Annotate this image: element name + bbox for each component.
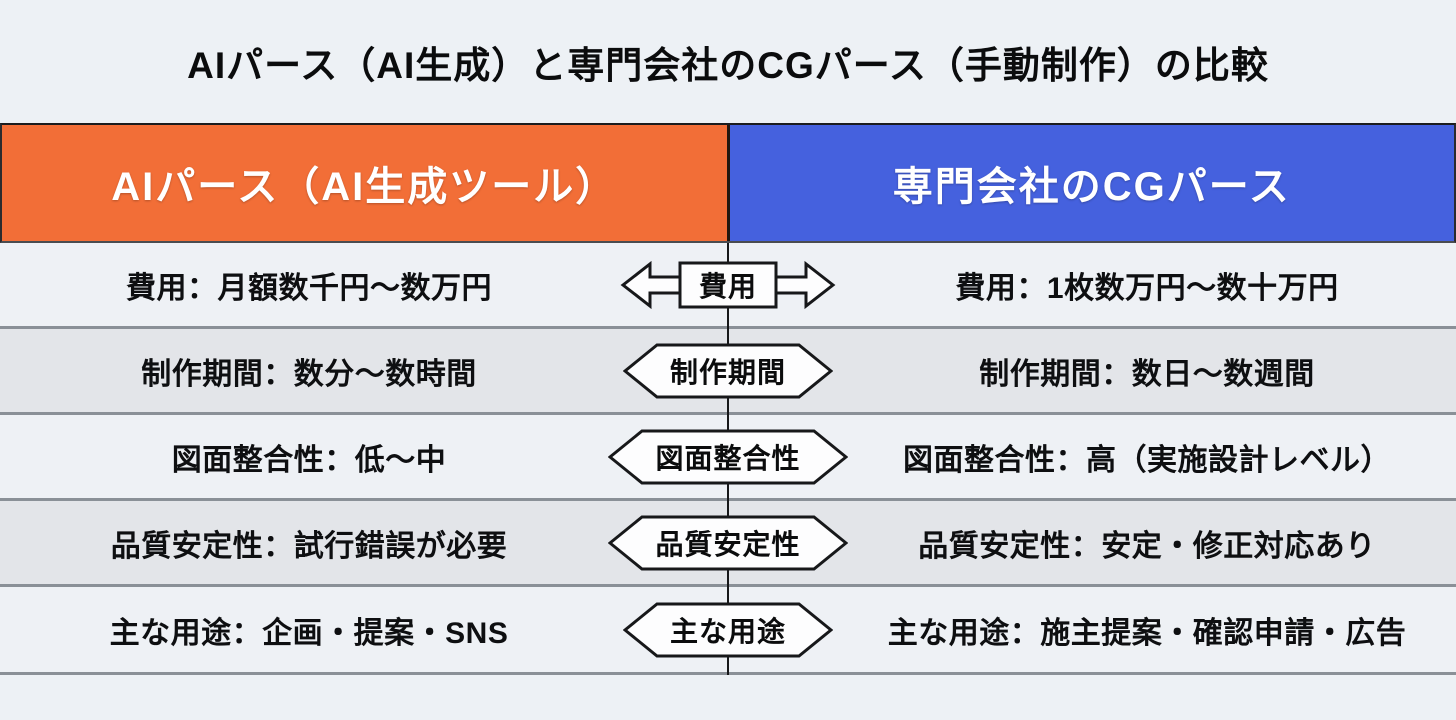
- quality-stability-left-cell: 品質安定性：試行錯誤が必要: [0, 521, 618, 565]
- main-use-left-value: 主な用途：企画・提案・SNS: [109, 616, 509, 650]
- cost-right-value: 費用：1枚数万円〜数十万円: [955, 271, 1339, 305]
- row-badge-cost: 費用: [620, 255, 836, 315]
- main-use-left-cell: 主な用途：企画・提案・SNS: [0, 608, 618, 652]
- cost-left-cell: 費用：月額数千円〜数万円: [0, 263, 618, 307]
- double-arrow-icon: [620, 260, 836, 309]
- production-period-right-cell: 制作期間：数日〜数週間: [838, 349, 1456, 393]
- quality-stability-right-value: 品質安定性：安定・修正対応あり: [918, 529, 1376, 563]
- production-period-left-value: 制作期間：数分〜数時間: [141, 357, 477, 391]
- table-row-drawing-consistency: 図面整合性：低〜中 図面整合性：高（実施設計レベル） 図面整合性: [0, 415, 1456, 501]
- production-period-right-value: 制作期間：数日〜数週間: [979, 357, 1315, 391]
- row-badge-quality-stability: 品質安定性: [608, 514, 848, 572]
- main-use-right-value: 主な用途：施主提案・確認申請・広告: [887, 616, 1407, 650]
- hexagon-badge-icon: [623, 343, 833, 398]
- column-header-cg-label: 専門会社のCGパース: [892, 165, 1291, 209]
- column-headers: AIパース（AI生成ツール） 専門会社のCGパース: [0, 123, 1456, 243]
- hexagon-badge-icon: [608, 429, 848, 484]
- drawing-consistency-left-value: 図面整合性：低〜中: [171, 443, 447, 477]
- title-bar: AIパース（AI生成）と専門会社のCGパース（手動制作）の比較: [0, 0, 1456, 123]
- drawing-consistency-right-cell: 図面整合性：高（実施設計レベル）: [838, 435, 1456, 479]
- quality-stability-left-value: 品質安定性：試行錯誤が必要: [110, 529, 508, 563]
- production-period-left-cell: 制作期間：数分〜数時間: [0, 349, 618, 393]
- column-header-cg-perspective: 専門会社のCGパース: [729, 125, 1454, 241]
- row-badge-drawing-consistency-label: 図面整合性: [655, 442, 801, 474]
- quality-stability-right-cell: 品質安定性：安定・修正対応あり: [838, 521, 1456, 565]
- column-header-ai-perspective: AIパース（AI生成ツール）: [2, 125, 727, 241]
- drawing-consistency-right-value: 図面整合性：高（実施設計レベル）: [903, 443, 1391, 477]
- row-badge-drawing-consistency: 図面整合性: [608, 428, 848, 486]
- hexagon-badge-icon: [623, 602, 833, 657]
- cost-left-value: 費用：月額数千円〜数万円: [126, 271, 492, 305]
- row-badge-main-use-label: 主な用途: [669, 615, 786, 647]
- hexagon-badge-icon: [608, 515, 848, 570]
- page-title: AIパース（AI生成）と専門会社のCGパース（手動制作）の比較: [187, 44, 1269, 86]
- table-row-quality-stability: 品質安定性：試行錯誤が必要 品質安定性：安定・修正対応あり 品質安定性: [0, 501, 1456, 587]
- row-badge-main-use: 主な用途: [623, 601, 833, 659]
- main-use-right-cell: 主な用途：施主提案・確認申請・広告: [838, 608, 1456, 652]
- footer-space: [0, 675, 1456, 720]
- cost-right-cell: 費用：1枚数万円〜数十万円: [838, 263, 1456, 307]
- row-badge-production-period: 制作期間: [623, 342, 833, 400]
- column-header-ai-label: AIパース（AI生成ツール）: [111, 165, 618, 209]
- comparison-rows: 費用：月額数千円〜数万円 費用：1枚数万円〜数十万円 費用 制作期間：数分〜数時…: [0, 243, 1456, 675]
- row-badge-production-period-label: 制作期間: [669, 356, 786, 388]
- row-badge-cost-label: 費用: [698, 270, 757, 302]
- column-divider: [726, 125, 730, 241]
- row-badge-quality-stability-label: 品質安定性: [655, 528, 801, 560]
- drawing-consistency-left-cell: 図面整合性：低〜中: [0, 435, 618, 479]
